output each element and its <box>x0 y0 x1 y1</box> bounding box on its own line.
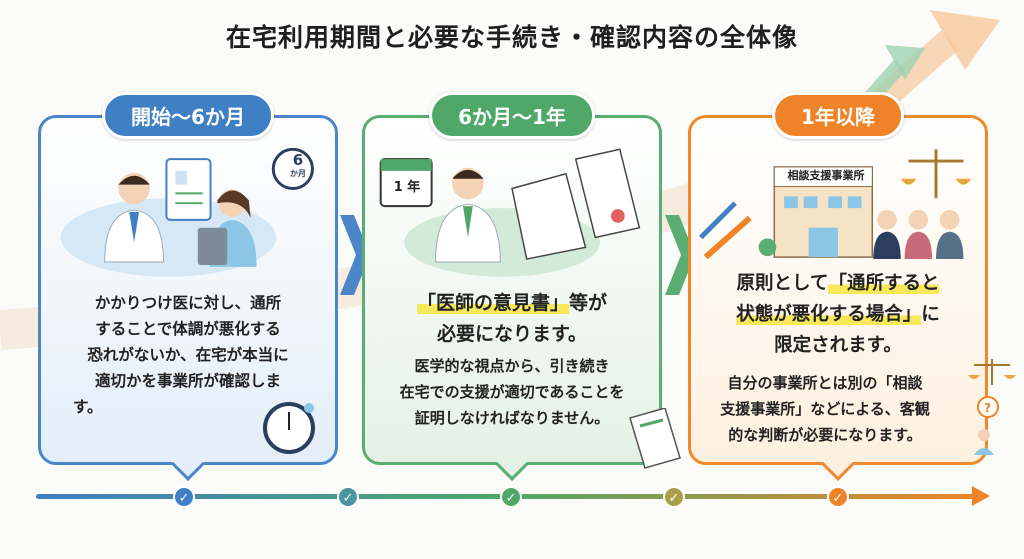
svg-text:?: ? <box>984 401 991 415</box>
timeline-check-icon: ✓ <box>500 486 522 508</box>
timeline-check-icon: ✓ <box>173 486 195 508</box>
highlighted-phrase: 「医師の意見書」 <box>416 292 569 314</box>
clock-badge-unit: か月 <box>290 169 306 178</box>
body-line: 証明しなければなりません。 <box>414 409 610 427</box>
stage-card-start-to-6-months: 開始〜6か月 6 か月 かかりつけ医に対し、通所 することで体調が悪化する 恐れ… <box>38 92 338 481</box>
consultation-office-illustration <box>699 149 972 260</box>
heading-text: 限定されます。 <box>774 335 902 356</box>
body-line: 医学的な視点から、引き続き <box>414 357 610 375</box>
body-line: 恐れがないか、在宅が本当に <box>87 346 289 364</box>
highlighted-phrase: 状態が悪化する場合」 <box>736 304 922 325</box>
body-line: 的な判断が必要になります。 <box>728 426 922 444</box>
body-line: 適切かを事業所が確認しま <box>94 372 281 390</box>
clock-badge-number: 6 <box>292 151 304 169</box>
body-line: 支援事業所」などによる、客観 <box>720 400 930 418</box>
heading-text: 等が <box>569 292 608 314</box>
heading-text: に <box>921 304 940 325</box>
body-line: 自分の事業所とは別の「相談 <box>727 374 923 392</box>
timeline-check-icon: ✓ <box>827 486 849 508</box>
timeline-check-icon: ✓ <box>337 486 359 508</box>
stage-label: 開始〜6か月 <box>102 92 274 139</box>
calendar-icon-text: 1 年 <box>393 180 421 195</box>
heading-text: 必要になります。 <box>436 323 588 345</box>
highlighted-phrase: 「通所すると <box>828 273 940 294</box>
doctor-nurse-illustration <box>60 148 314 277</box>
stage-label: 1年以降 <box>772 92 904 139</box>
stopwatch-icon <box>263 402 315 454</box>
body-line: することで体調が悪化する <box>95 320 281 338</box>
six-month-clock-badge: 6 か月 <box>278 152 318 179</box>
page-title: 在宅利用期間と必要な手続き・確認内容の全体像 <box>225 23 798 52</box>
document-icon <box>629 408 681 469</box>
doctor-writing-illustration <box>379 148 641 277</box>
stage-card-6-months-to-1-year: 6か月〜1年 1 年 「医師の意見書」等が 必要になります。 医学的な視点から、… <box>362 92 681 481</box>
stage-card-after-1-year: 1年以降 相談支援事業所 原則として「通所すると 状態が悪化する場合」に 限定さ… <box>688 92 988 481</box>
timeline-check-icon: ✓ <box>663 486 685 508</box>
body-line: かかりつけ医に対し、通所 <box>94 294 282 312</box>
timeline-arrowhead <box>972 486 990 506</box>
heading-text: 原則として <box>736 273 829 294</box>
building-sign: 相談支援事業所 <box>787 169 865 182</box>
stage-label: 6か月〜1年 <box>429 92 595 139</box>
body-line: す。 <box>73 398 103 416</box>
body-line: 在宅での支援が適切であることを <box>399 383 625 401</box>
scale-and-people-icon: ? <box>968 359 1016 455</box>
